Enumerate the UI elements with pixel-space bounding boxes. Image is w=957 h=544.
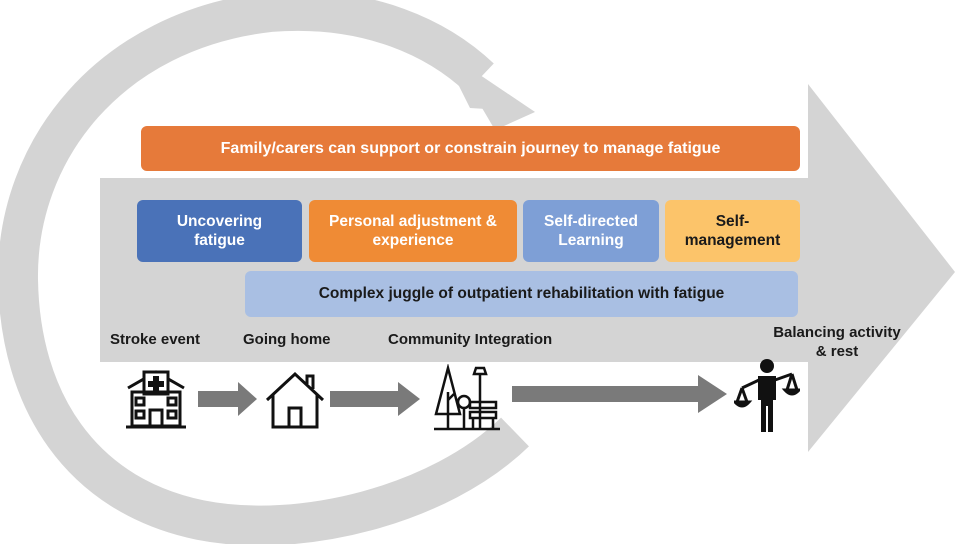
connector-arrow-3 bbox=[512, 375, 727, 413]
house-icon bbox=[265, 371, 325, 429]
park-bench-icon bbox=[434, 364, 500, 431]
complex-juggle-bar: Complex juggle of outpatient rehabilitat… bbox=[245, 271, 798, 317]
phase-self-directed-learning: Self-directed Learning bbox=[523, 200, 659, 262]
cycle-arrow-head-fill bbox=[440, 48, 535, 112]
phase-uncovering-fatigue: Uncovering fatigue bbox=[137, 200, 302, 262]
phase-uncovering-fatigue-text: Uncovering fatigue bbox=[176, 212, 263, 249]
stage-label-balancing: Balancing activity & rest bbox=[762, 324, 912, 362]
hospital-icon bbox=[126, 370, 186, 429]
cycle-arrow-arc bbox=[0, 0, 529, 544]
stage-label-balancing-line1: Balancing activity bbox=[773, 324, 901, 341]
stage-label-stroke-event: Stroke event bbox=[110, 331, 201, 348]
stage-label-going-home: Going home bbox=[243, 331, 331, 348]
family-carers-banner: Family/carers can support or constrain j… bbox=[141, 126, 800, 171]
journey-arrow bbox=[100, 84, 955, 452]
phase-self-management: Self- management bbox=[665, 200, 800, 262]
phase-self-management-text-1: Self- bbox=[715, 212, 750, 230]
stage-label-community-integration: Community Integration bbox=[388, 331, 553, 348]
phase-self-directed-learning-text: Self-directed Learning bbox=[544, 212, 638, 249]
complex-juggle-text: Complex juggle of outpatient rehabilitat… bbox=[318, 285, 725, 303]
phase-personal-adjustment-text: Personal adjustment & experience bbox=[329, 212, 497, 249]
phase-personal-adjustment: Personal adjustment & experience bbox=[309, 200, 517, 262]
family-carers-banner-text: Family/carers can support or constrain j… bbox=[220, 139, 721, 157]
stage-label-balancing-line2: & rest bbox=[815, 342, 859, 360]
phase-self-management-text-2: management bbox=[684, 232, 781, 249]
person-balance-scale-icon bbox=[734, 359, 800, 432]
connector-arrow-1 bbox=[198, 382, 257, 416]
connector-arrow-2 bbox=[330, 382, 420, 416]
